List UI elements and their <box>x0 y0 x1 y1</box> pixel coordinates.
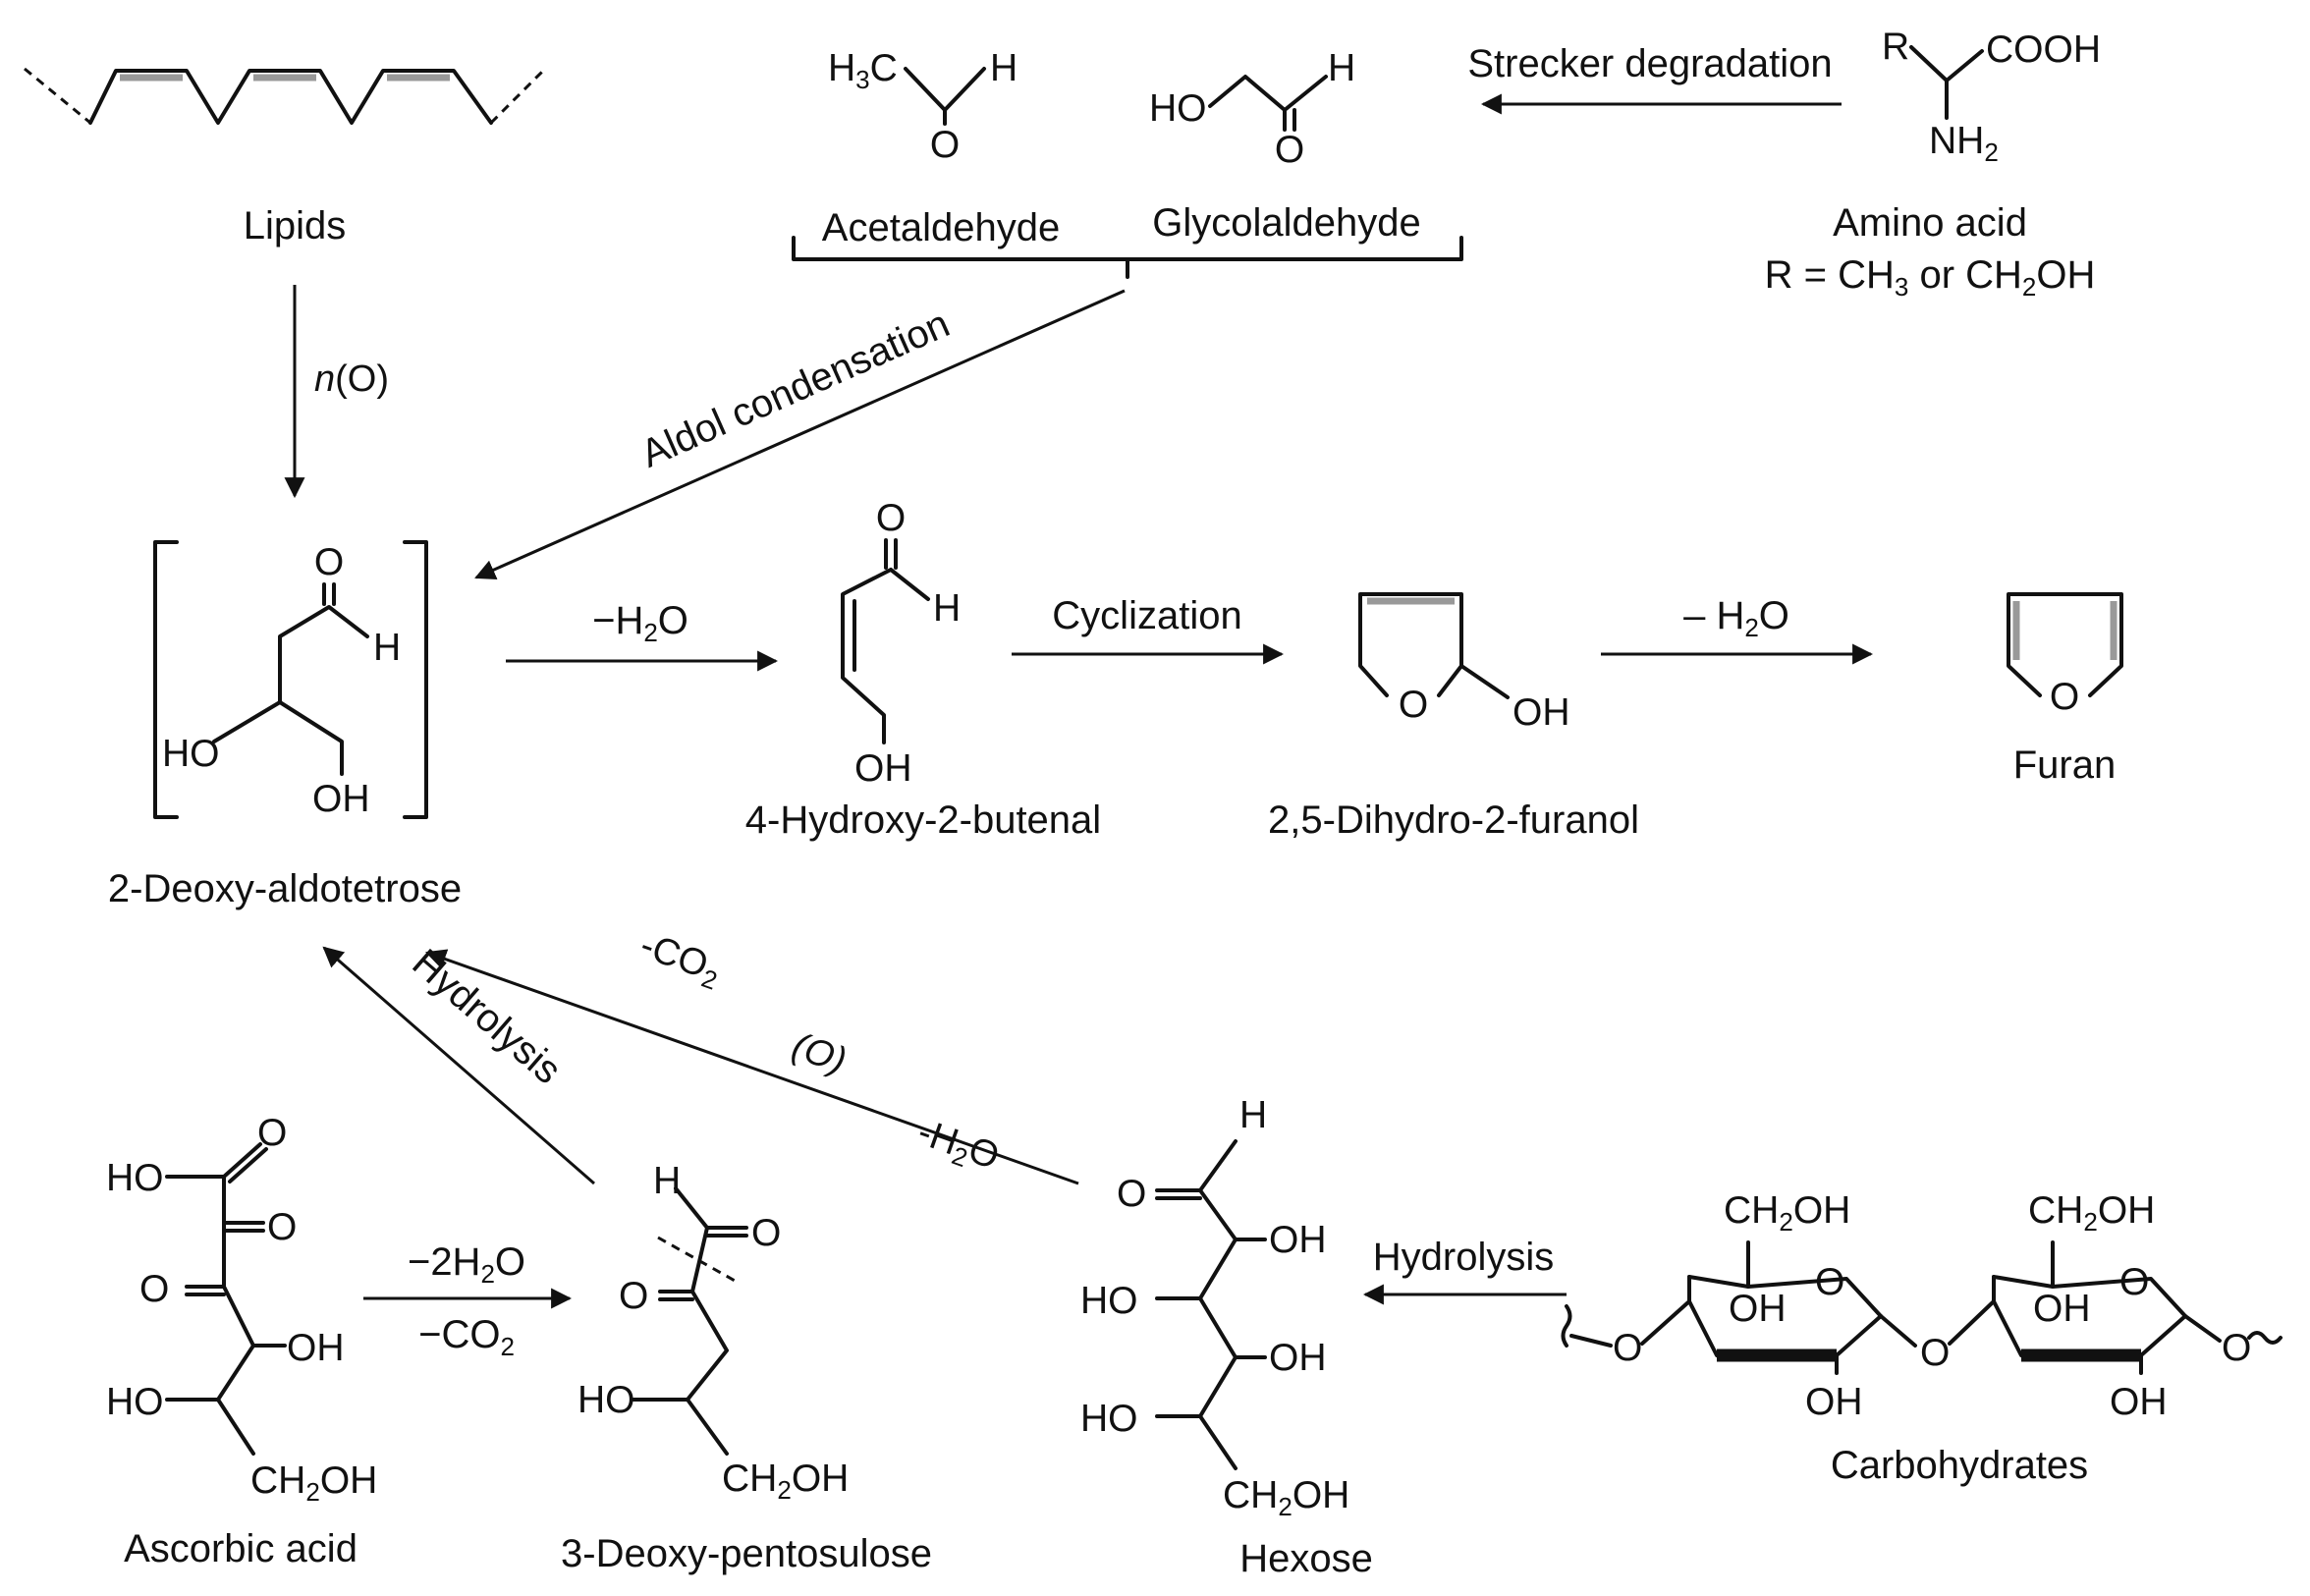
svg-text:O: O <box>1275 129 1304 171</box>
svg-text:HO: HO <box>162 733 220 775</box>
ascorbic-acid-label: Ascorbic acid <box>124 1527 358 1570</box>
svg-text:HO: HO <box>1080 1280 1138 1322</box>
svg-text:H: H <box>653 1160 681 1202</box>
glycolaldehyde-structure: HO O H <box>1149 47 1355 171</box>
svg-text:H: H <box>990 47 1018 89</box>
hydrolysis-pentosulose-label: Hydrolysis <box>404 941 569 1092</box>
acetaldehyde-label: Acetaldehyde <box>822 206 1060 249</box>
deoxy-pentosulose-structure: H O O HO CH2OH <box>578 1160 849 1505</box>
aldehydes-bracket <box>792 236 1463 279</box>
hexose-path-label: -CO2 (O) -H2O <box>605 924 1031 1183</box>
dihydro-furanol-structure: O OH <box>1358 592 1570 734</box>
aldol-label: Aldol condensation <box>634 303 956 476</box>
svg-text:OH: OH <box>1269 1337 1327 1379</box>
svg-text:H3C: H3C <box>828 47 898 94</box>
carbohydrates-label: Carbohydrates <box>1831 1444 2088 1487</box>
svg-text:O: O <box>2222 1327 2251 1369</box>
lipids-label: Lipids <box>244 204 347 248</box>
amino-acid-structure: R COOH NH2 <box>1882 26 2101 167</box>
hydrolysis-pentosulose-arrow <box>322 946 595 1185</box>
svg-text:O: O <box>267 1206 297 1248</box>
svg-text:O: O <box>876 497 906 539</box>
svg-text:O: O <box>751 1212 781 1254</box>
svg-text:O: O <box>930 124 960 166</box>
ascorbic-acid-structure: HO O O O OH HO CH2OH <box>106 1112 377 1507</box>
oxidation-label: n(O) <box>314 358 389 400</box>
svg-text:OH: OH <box>854 747 912 790</box>
aldol-arrow <box>474 289 1126 579</box>
svg-text:CH2OH: CH2OH <box>2028 1189 2155 1237</box>
dihydro-furanol-label: 2,5-Dihydro-2-furanol <box>1268 798 1639 842</box>
hydrolysis-carbs-label: Hydrolysis <box>1373 1236 1554 1279</box>
ascorbic-step-label-bottom: −CO2 <box>418 1313 515 1361</box>
svg-text:H: H <box>933 587 961 630</box>
svg-text:H: H <box>373 627 401 669</box>
dehydration-label: −H2O <box>592 599 688 647</box>
hexose-structure: H O OH HO OH HO CH2OH <box>1080 1094 1349 1521</box>
svg-text:HO: HO <box>106 1381 164 1423</box>
cyclization-label: Cyclization <box>1052 594 1241 637</box>
hexose-label: Hexose <box>1239 1537 1373 1580</box>
amino-acid-r-group: R = CH3 or CH2OH <box>1765 253 2096 302</box>
svg-text:OH: OH <box>287 1327 345 1369</box>
hexose-path-arrow <box>425 949 1079 1185</box>
svg-text:OH: OH <box>312 778 370 820</box>
carbohydrates-structure: O OH O CH2OH OH O OH O CH2OH OH O <box>1561 1189 2282 1423</box>
svg-text:OH: OH <box>1729 1288 1787 1330</box>
svg-text:OH: OH <box>2110 1381 2168 1423</box>
acetaldehyde-structure: H3C O H <box>828 47 1018 166</box>
deoxy-pentosulose-label: 3-Deoxy-pentosulose <box>561 1532 932 1575</box>
svg-text:O: O <box>2119 1261 2149 1303</box>
svg-text:HO: HO <box>578 1379 635 1421</box>
svg-text:OH: OH <box>1512 691 1570 734</box>
svg-text:OH: OH <box>1805 1381 1863 1423</box>
svg-text:O: O <box>1117 1173 1146 1215</box>
amino-acid-label: Amino acid <box>1833 201 2027 245</box>
strecker-label: Strecker degradation <box>1467 42 1832 85</box>
svg-text:CH2OH: CH2OH <box>722 1458 849 1505</box>
svg-text:O: O <box>2050 676 2079 718</box>
svg-text:CH2OH: CH2OH <box>1724 1189 1850 1237</box>
ascorbic-step-label-top: −2H2O <box>408 1240 525 1289</box>
svg-text:O: O <box>139 1268 169 1310</box>
svg-text:HO: HO <box>1149 87 1207 130</box>
svg-text:H: H <box>1239 1094 1267 1136</box>
svg-text:O: O <box>257 1112 287 1154</box>
deoxy-aldotetrose-label: 2-Deoxy-aldotetrose <box>108 867 462 910</box>
svg-text:CH2OH: CH2OH <box>1223 1474 1349 1521</box>
hydroxy-butenal-label: 4-Hydroxy-2-butenal <box>745 798 1101 842</box>
svg-text:H: H <box>1328 47 1355 89</box>
svg-text:O: O <box>1399 684 1428 726</box>
svg-text:HO: HO <box>106 1157 164 1199</box>
svg-text:O: O <box>1920 1332 1950 1374</box>
svg-text:NH2: NH2 <box>1929 120 1999 167</box>
svg-text:R: R <box>1882 26 1909 68</box>
svg-text:OH: OH <box>2033 1288 2091 1330</box>
hydroxy-butenal-structure: O H OH <box>841 497 961 790</box>
svg-text:O: O <box>1815 1261 1844 1303</box>
deoxy-aldotetrose-structure: O H HO OH <box>153 540 428 820</box>
svg-text:O: O <box>619 1275 648 1317</box>
furan-label: Furan <box>2013 743 2117 787</box>
svg-text:O: O <box>1613 1327 1642 1369</box>
furan-dehydration-label: – H2O <box>1683 594 1789 642</box>
svg-text:O: O <box>314 541 344 583</box>
lipid-chain-structure <box>24 67 547 125</box>
svg-text:CH2OH: CH2OH <box>250 1459 377 1507</box>
svg-text:OH: OH <box>1269 1219 1327 1261</box>
svg-text:COOH: COOH <box>1986 28 2101 71</box>
furan-structure: O <box>2007 592 2123 718</box>
svg-text:HO: HO <box>1080 1398 1138 1440</box>
glycolaldehyde-label: Glycolaldehyde <box>1152 201 1421 245</box>
